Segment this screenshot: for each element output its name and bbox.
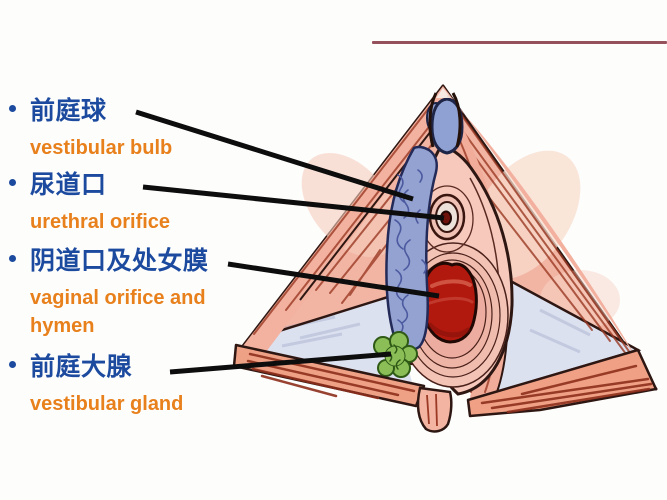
label-item-vaginal-orifice: 阴道口及处女膜 vaginal orifice and hymen: [9, 246, 235, 340]
pointer-line-vestibular-bulb: [135, 109, 414, 202]
label-en: vaginal orifice and hymen: [30, 287, 206, 337]
bullet-icon: [9, 255, 16, 262]
vestibular-gland: [373, 331, 418, 378]
bullet-icon: [9, 105, 16, 112]
label-zh: 阴道口及处女膜: [30, 247, 209, 275]
transverse-perineal-muscle-right: [466, 348, 658, 418]
label-en: vestibular bulb: [30, 137, 173, 159]
pointer-line-vaginal-orifice: [227, 261, 440, 299]
bullet-icon: [9, 361, 16, 368]
label-zh: 前庭球: [30, 97, 107, 125]
bullet-icon: [9, 179, 16, 186]
label-item-urethral-orifice: 尿道口 urethral orifice: [9, 170, 235, 236]
perineal-body: [416, 386, 453, 433]
pointer-line-urethral-orifice: [142, 184, 445, 221]
pointer-line-vestibular-gland: [169, 351, 392, 375]
label-en: urethral orifice: [30, 211, 171, 233]
label-item-vestibular-bulb: 前庭球 vestibular bulb: [9, 96, 235, 162]
label-en: vestibular gland: [30, 393, 184, 415]
label-zh: 前庭大腺: [30, 353, 133, 381]
label-zh: 尿道口: [30, 171, 107, 199]
clitoris-glans: [426, 88, 464, 155]
vestibular-bulb: [385, 145, 438, 351]
label-item-vestibular-gland: 前庭大腺 vestibular gland: [9, 352, 235, 418]
slide-accent-rule: [372, 41, 667, 44]
transverse-perineal-muscle-left: [232, 343, 426, 408]
